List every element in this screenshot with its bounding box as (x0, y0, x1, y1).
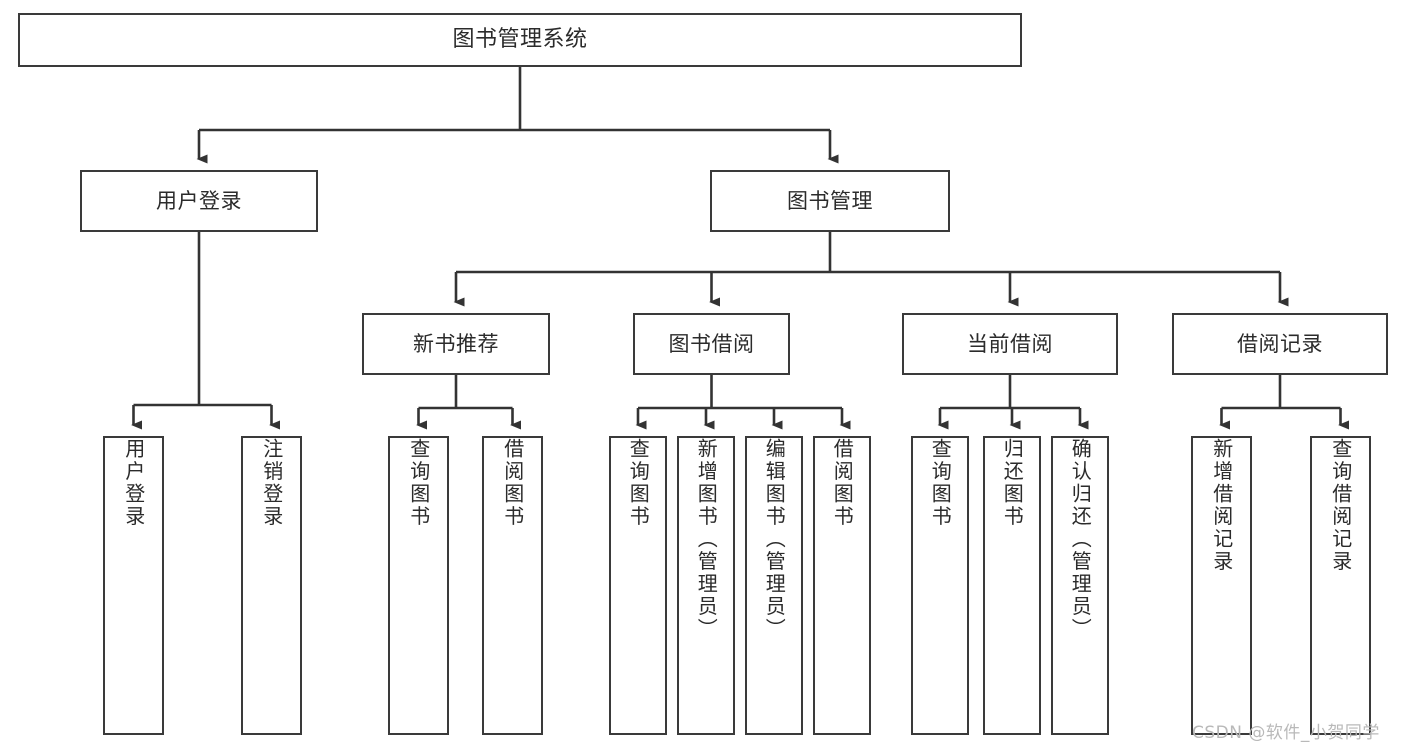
node-leaf-logout[interactable]: 注销登录 (241, 436, 302, 735)
node-label: 查询图书 (928, 438, 953, 528)
node-leaf-edit-book[interactable]: 编辑图书（管理员） (745, 436, 803, 735)
node-new-book-rec[interactable]: 新书推荐 (362, 313, 550, 375)
node-label: 用户登录 (121, 438, 146, 528)
node-root[interactable]: 图书管理系统 (18, 13, 1022, 67)
node-label: 查询图书 (406, 438, 431, 528)
node-user-login[interactable]: 用户登录 (80, 170, 318, 232)
node-label: 借阅记录 (1237, 331, 1323, 356)
node-leaf-user-login[interactable]: 用户登录 (103, 436, 164, 735)
node-label: 查询借阅记录 (1328, 438, 1353, 573)
node-label: 当前借阅 (967, 331, 1053, 356)
node-leaf-confirm-return[interactable]: 确认归还（管理员） (1051, 436, 1109, 735)
node-leaf-query-book-a[interactable]: 查询图书 (388, 436, 449, 735)
node-leaf-add-record[interactable]: 新增借阅记录 (1191, 436, 1252, 735)
node-book-manage[interactable]: 图书管理 (710, 170, 950, 232)
node-leaf-borrow-book-b[interactable]: 借阅图书 (813, 436, 871, 735)
node-leaf-query-record[interactable]: 查询借阅记录 (1310, 436, 1371, 735)
node-label: 编辑图书（管理员） (762, 438, 787, 641)
node-label: 借阅图书 (830, 438, 855, 528)
node-label: 图书管理系统 (452, 27, 588, 53)
node-label: 新增借阅记录 (1209, 438, 1234, 573)
watermark-text: CSDN @软件_小贺同学 (1192, 723, 1380, 743)
node-leaf-query-book-b[interactable]: 查询图书 (609, 436, 667, 735)
connector-lines (131, 67, 1350, 430)
node-label: 查询图书 (626, 438, 651, 528)
node-label: 借阅图书 (500, 438, 525, 528)
node-leaf-return-book[interactable]: 归还图书 (983, 436, 1041, 735)
node-label: 用户登录 (156, 188, 242, 213)
node-current-borrow[interactable]: 当前借阅 (902, 313, 1118, 375)
node-label: 图书借阅 (668, 331, 755, 356)
node-leaf-query-book-c[interactable]: 查询图书 (911, 436, 969, 735)
node-label: 新书推荐 (413, 331, 499, 356)
node-label: 图书管理 (787, 188, 873, 213)
node-leaf-add-book[interactable]: 新增图书（管理员） (677, 436, 735, 735)
node-label: 归还图书 (1000, 438, 1025, 528)
node-label: 新增图书（管理员） (694, 438, 719, 641)
node-book-borrow[interactable]: 图书借阅 (633, 313, 790, 375)
node-label: 注销登录 (259, 438, 284, 528)
node-label: 确认归还（管理员） (1068, 438, 1093, 641)
node-leaf-borrow-book-a[interactable]: 借阅图书 (482, 436, 543, 735)
node-borrow-record[interactable]: 借阅记录 (1172, 313, 1388, 375)
